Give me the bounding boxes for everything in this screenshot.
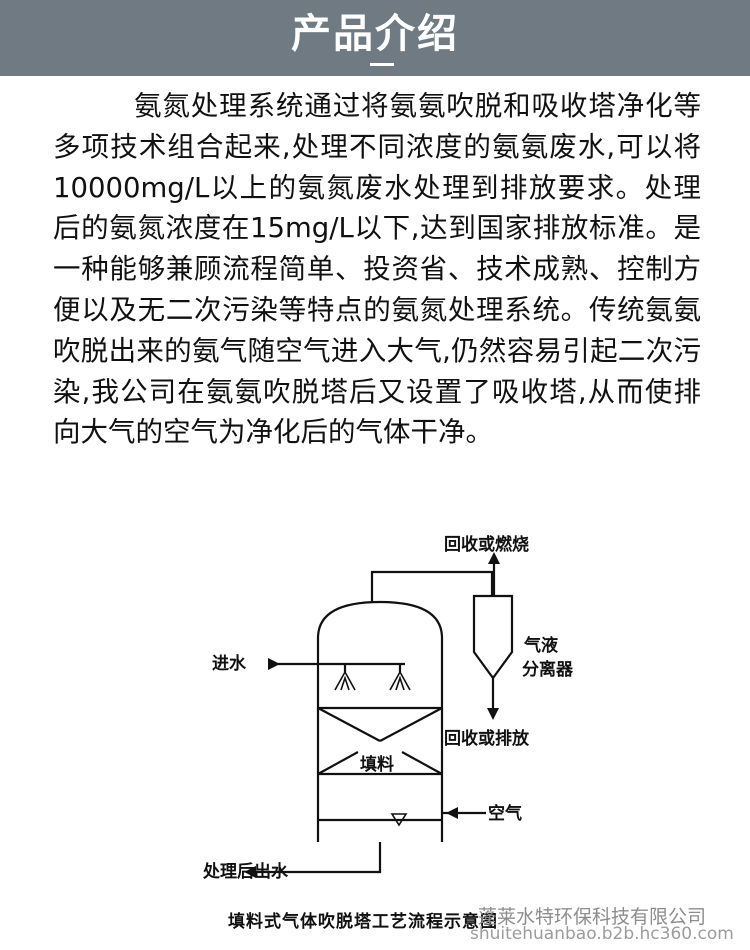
water-level-symbol — [390, 813, 408, 827]
stripping-tower-diagram: 回收或燃烧 气液 分离器 回收或排放 进水 填料 空气 处理后出水 填料式气体吹… — [202, 534, 574, 932]
diagram-caption: 填料式气体吹脱塔工艺流程示意图 — [228, 911, 498, 932]
arrow-top-up — [488, 552, 500, 564]
label-separator-1: 气液 — [523, 635, 558, 656]
gas-pipe — [370, 570, 494, 602]
arrow-separator-down — [487, 708, 499, 720]
water-outlet-pipe — [252, 842, 382, 874]
label-packing: 填料 — [360, 754, 394, 775]
label-air-in: 空气 — [488, 803, 522, 824]
title-underline — [370, 63, 394, 66]
watermark-company: 蓬莱水特环保科技有限公司 — [478, 906, 707, 928]
sprayer-left — [334, 670, 356, 691]
arrow-air-in — [446, 807, 458, 819]
arrow-water-in — [268, 658, 280, 670]
label-water-out: 处理后出水 — [202, 861, 289, 882]
label-separator-2: 分离器 — [522, 659, 574, 680]
page-title: 产品介绍 — [291, 11, 459, 57]
packing-diag-4 — [401, 751, 443, 775]
packing-diag-3 — [317, 751, 359, 775]
label-top-output: 回收或燃烧 — [444, 534, 529, 555]
header-bar: 产品介绍 — [0, 0, 750, 76]
packing-diag-1 — [317, 707, 381, 742]
sprayer-right — [389, 670, 411, 691]
packing-diag-2 — [379, 707, 443, 742]
label-water-in: 进水 — [212, 653, 247, 674]
watermark-url: shuitehuanbao.b2b.hc360.com — [470, 924, 734, 944]
tower-outline — [316, 600, 444, 842]
separator-vessel — [472, 594, 514, 680]
arrow-water-out — [244, 866, 256, 878]
intro-paragraph: 氨氮处理系统通过将氨氨吹脱和吸收塔净化等多项技术组合起来,处理不同浓度的氨氨废水… — [53, 90, 701, 449]
label-separator-output: 回收或排放 — [444, 728, 530, 749]
